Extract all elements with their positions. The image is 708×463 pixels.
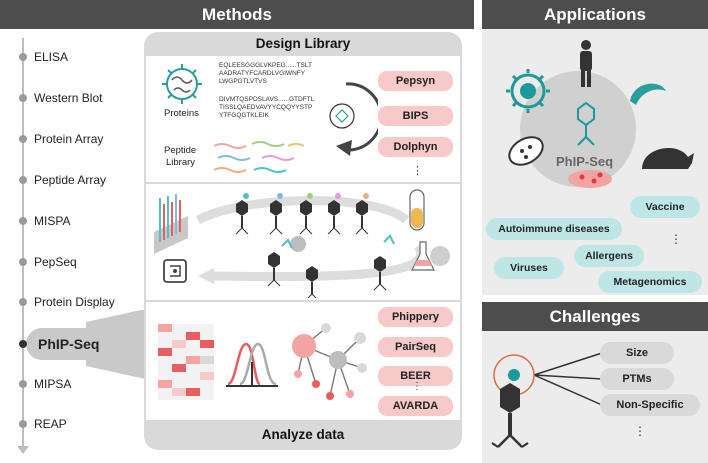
challenge-size[interactable]: Size	[600, 342, 674, 364]
proteins-label: Proteins	[164, 108, 199, 119]
tool-pepsyn[interactable]: Pepsyn	[378, 71, 453, 91]
method-item-mipsa[interactable]: MIPSA	[34, 377, 72, 391]
timeline-dot	[19, 53, 27, 61]
analyze-tools-ellipsis: ⋮	[412, 381, 422, 392]
active-method-bubble	[26, 310, 150, 380]
applications-ellipsis: ⋮	[670, 232, 682, 246]
tool-dolphyn[interactable]: Dolphyn	[378, 137, 453, 157]
method-item-elisa[interactable]: ELISA	[34, 50, 69, 64]
method-item-protein-display[interactable]: Protein Display	[34, 295, 115, 309]
peptide-library-label-2: Library	[166, 157, 196, 168]
timeline-dot	[19, 217, 27, 225]
method-item-protein-array[interactable]: Protein Array	[34, 132, 104, 146]
timeline-dot	[19, 380, 27, 388]
application-metagenomics[interactable]: Metagenomics	[598, 271, 702, 293]
analyze-data-title: Analyze data	[261, 427, 345, 442]
method-item-phip-seq[interactable]: PhIP-Seq	[38, 336, 100, 352]
challenges-header: Challenges	[482, 302, 708, 331]
light-chain-sequence: DIVMTQSPDSLAVS......GTDFTL TISSLQAEDVAVY…	[219, 96, 315, 119]
method-item-mispa[interactable]: MISPA	[34, 214, 71, 228]
heatmap-icon	[158, 324, 214, 400]
application-vaccine[interactable]: Vaccine	[630, 196, 700, 218]
active-method-dot	[19, 340, 27, 348]
design-library-title: Design Library	[255, 36, 351, 51]
tool-bips[interactable]: BIPS	[378, 106, 453, 126]
timeline-dot	[19, 258, 27, 266]
application-viruses[interactable]: Viruses	[494, 257, 564, 279]
timeline-dot	[19, 298, 27, 306]
peptide-library-label-1: Peptide	[164, 145, 197, 156]
phage-challenge-illustration	[491, 352, 603, 448]
design-tools-ellipsis: ⋮	[412, 165, 423, 177]
applications-header: Applications	[482, 0, 708, 29]
tool-pairseq[interactable]: PairSeq	[378, 337, 453, 357]
method-item-peptide-array[interactable]: Peptide Array	[34, 173, 107, 187]
timeline-dot	[19, 135, 27, 143]
method-item-pepseq[interactable]: PepSeq	[34, 255, 77, 269]
phage-screening-illustration	[154, 189, 450, 298]
application-allergens[interactable]: Allergens	[574, 245, 644, 267]
distribution-icon	[226, 342, 278, 387]
virus-protein-icon	[162, 64, 202, 104]
tool-beer[interactable]: BEER	[378, 366, 453, 386]
peptide-fragments-icon	[213, 141, 305, 173]
challenge-non-specific[interactable]: Non-Specific	[600, 394, 700, 416]
tool-phippery[interactable]: Phippery	[378, 307, 453, 327]
tool-avarda[interactable]: AVARDA	[378, 396, 453, 416]
applications-illustration	[506, 40, 694, 188]
applications-center-label: PhIP-Seq	[556, 154, 614, 169]
timeline-arrow-icon	[17, 446, 29, 454]
heavy-chain-sequence: EQLEESGGGLVKPEG......TSLT AADRATYFCARDLV…	[219, 62, 312, 85]
network-icon	[292, 323, 367, 400]
virus-icon	[506, 69, 550, 113]
challenge-ptms[interactable]: PTMs	[600, 368, 674, 390]
method-item-reap[interactable]: REAP	[34, 417, 67, 431]
application-autoimmune-diseases[interactable]: Autoimmune diseases	[486, 218, 622, 240]
methods-header: Methods	[0, 0, 474, 29]
methods-timeline	[22, 38, 24, 450]
challenges-ellipsis: ⋮	[634, 424, 646, 438]
cycle-arrow-icon	[329, 82, 378, 156]
method-item-western-blot[interactable]: Western Blot	[34, 91, 103, 105]
timeline-dot	[19, 176, 27, 184]
timeline-dot	[19, 420, 27, 428]
timeline-dot	[19, 94, 27, 102]
